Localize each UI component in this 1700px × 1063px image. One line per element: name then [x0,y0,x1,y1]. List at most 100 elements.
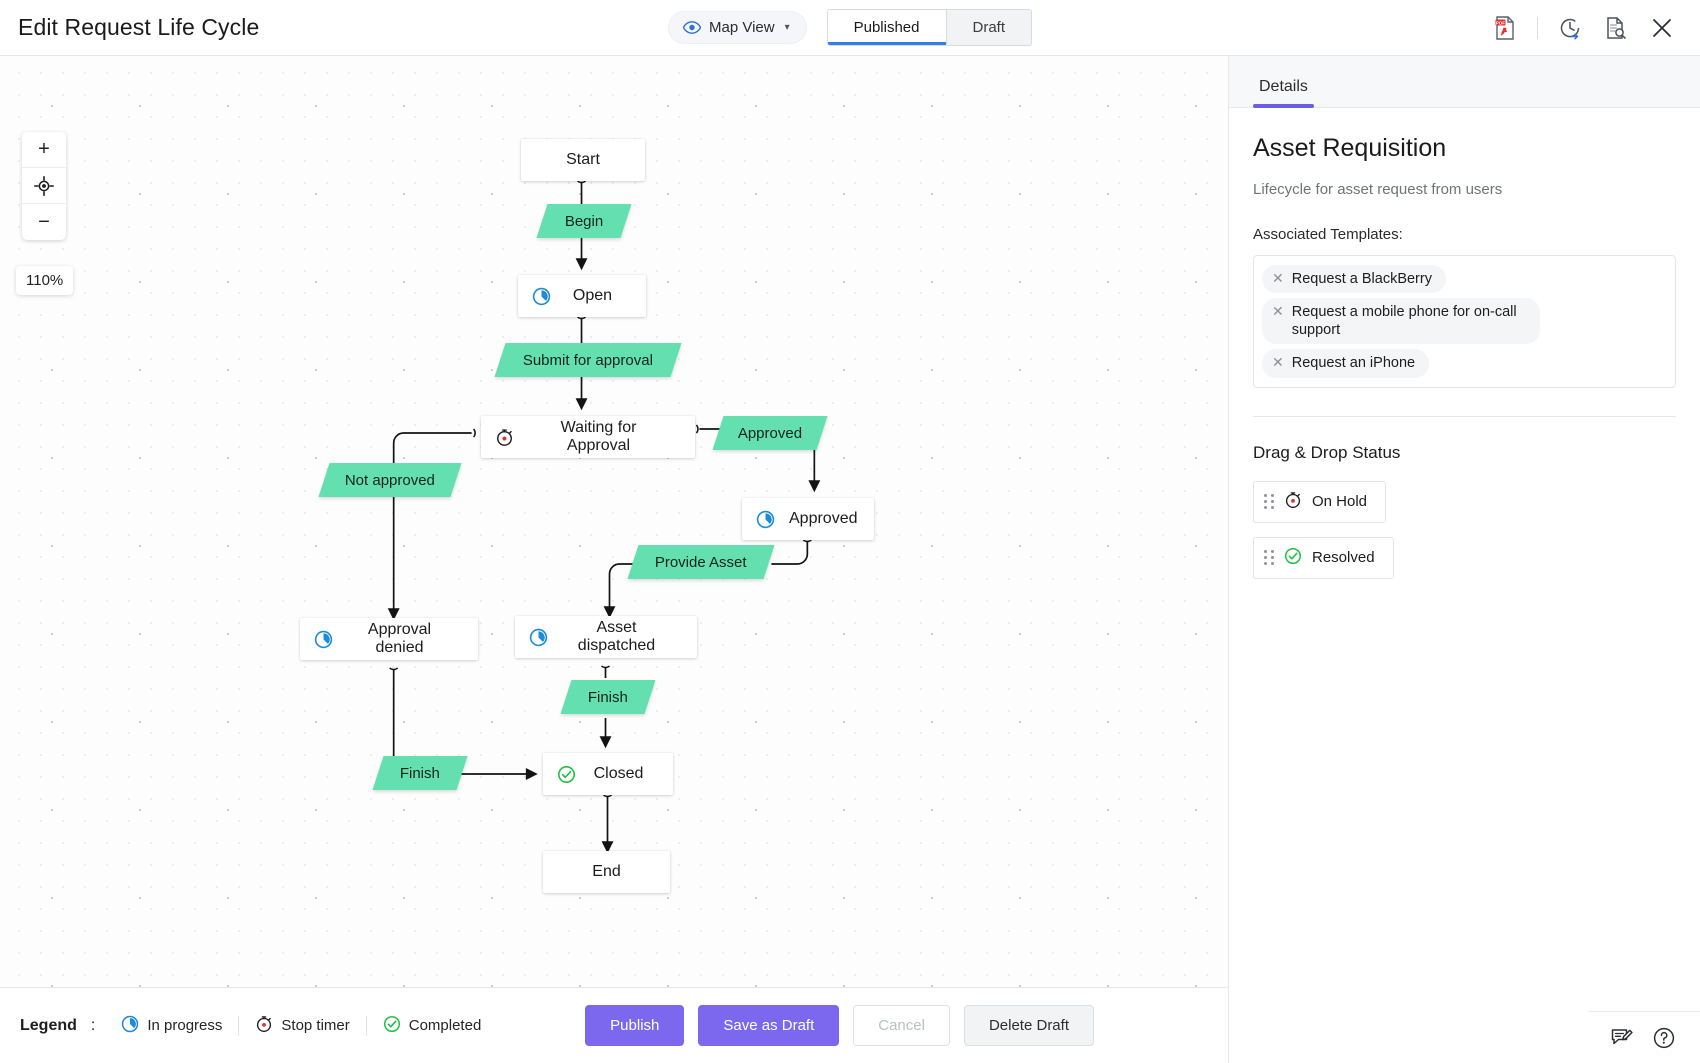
transition-provide-asset[interactable]: Provide Asset [627,545,775,579]
node-approved[interactable]: Approved [742,498,874,540]
legend-label: Completed [408,1017,482,1034]
node-waiting-for-approval[interactable]: Waiting for Approval [481,416,695,458]
transition-approved[interactable]: Approved [712,416,828,450]
chevron-down-icon: ▾ [784,22,790,33]
header-actions: PDF [1485,8,1700,48]
legend-item-completed: Completed [367,1015,498,1037]
stop-timer-icon [255,1015,273,1037]
history-icon[interactable] [1550,8,1590,48]
in-progress-icon [529,628,548,647]
transition-label: Provide Asset [655,553,747,571]
tab-published[interactable]: Published [827,10,947,45]
map-view-label: Map View [708,19,775,36]
in-progress-icon [756,510,775,529]
in-progress-icon [121,1015,139,1037]
audit-document-icon[interactable] [1596,8,1636,48]
tab-draft[interactable]: Draft [946,10,1032,45]
transition-finish-dispatched[interactable]: Finish [560,680,656,714]
close-icon[interactable] [1642,8,1682,48]
in-progress-icon [532,287,551,306]
help-icon[interactable] [1648,1022,1680,1054]
tab-details[interactable]: Details [1253,78,1314,108]
drag-handle-icon[interactable] [1264,550,1274,565]
cancel-button[interactable]: Cancel [853,1005,950,1046]
lifecycle-description: Lifecycle for asset request from users [1253,181,1503,198]
node-label: Start [566,151,600,168]
zoom-out-button[interactable]: − [38,210,50,233]
legend-label: Stop timer [281,1017,350,1034]
footer-buttons: Publish Save as Draft Cancel Delete Draf… [585,1005,1228,1046]
header-center-controls: Map View ▾ Published Draft [667,9,1033,46]
stop-timer-icon [495,428,514,447]
node-asset-dispatched[interactable]: Asset dispatched [515,616,697,658]
recenter-target-icon[interactable] [22,168,66,204]
header-divider [1537,16,1538,39]
node-label: Closed [593,765,644,782]
legend-item-in-progress: In progress [105,1015,238,1037]
svg-text:PDF: PDF [1496,20,1505,25]
legend-divider [365,1015,367,1036]
remove-template-icon[interactable]: ✕ [1272,303,1284,320]
export-pdf-icon[interactable]: PDF [1485,8,1525,48]
template-chip[interactable]: ✕ Request an iPhone [1262,349,1430,378]
remove-template-icon[interactable]: ✕ [1272,270,1284,286]
zoom-controls: + − [22,132,66,240]
node-label: End [592,863,621,880]
node-open[interactable]: Open [518,275,646,317]
zoom-level-label: 110% [16,266,74,295]
drag-status-label: On Hold [1312,493,1368,510]
node-label: Waiting for Approval [560,419,637,454]
transition-not-approved[interactable]: Not approved [318,463,462,497]
legend: Legend : In progress [20,1015,497,1037]
stop-timer-icon [1284,491,1302,513]
node-label: Approved [789,510,858,527]
transition-label: Submit for approval [522,351,654,369]
map-view-button[interactable]: Map View ▾ [667,11,807,44]
drag-status-label: Resolved [1312,549,1375,566]
feedback-icon[interactable] [1606,1022,1638,1054]
node-start[interactable]: Start [521,139,645,181]
completed-icon [557,765,576,784]
lifecycle-canvas[interactable]: + − 110% Start [0,56,1229,1063]
transition-submit-for-approval[interactable]: Submit for approval [494,343,682,377]
drag-status-resolved[interactable]: Resolved [1253,536,1394,579]
zoom-in-button[interactable]: + [22,132,66,168]
drag-drop-status-title: Drag & Drop Status [1253,442,1401,462]
panel-body: Asset Requisition Lifecycle for asset re… [1229,108,1700,593]
save-as-draft-button[interactable]: Save as Draft [698,1005,840,1046]
canvas-footer: Legend : In progress [0,987,1228,1063]
drag-handle-icon[interactable] [1264,494,1274,509]
delete-draft-button[interactable]: Delete Draft [963,1005,1094,1046]
legend-divider [238,1015,240,1036]
transition-label: Begin [564,212,604,230]
transition-begin[interactable]: Begin [536,204,632,238]
node-closed[interactable]: Closed [543,753,673,795]
drag-status-on-hold[interactable]: On Hold [1253,480,1387,523]
flow-edges [387,180,821,854]
completed-icon [383,1015,401,1037]
associated-templates-label: Associated Templates: [1253,226,1403,243]
template-chip[interactable]: ✕ Request a BlackBerry [1262,265,1446,294]
panel-tabs: Details [1229,56,1700,108]
app-body: + − 110% Start [0,56,1700,1063]
panel-divider [1253,415,1676,417]
eye-icon [682,21,701,34]
template-label: Request an iPhone [1291,355,1416,372]
bottom-right-toolbar [1588,1011,1700,1063]
node-end[interactable]: End [543,851,670,893]
transition-label: Not approved [344,471,436,489]
node-label: Open [572,287,613,304]
publish-button[interactable]: Publish [585,1005,685,1046]
legend-item-stop-timer: Stop timer [239,1015,365,1037]
lifecycle-name: Asset Requisition [1253,134,1447,162]
completed-icon [1284,547,1302,569]
node-approval-denied[interactable]: Approval denied [300,618,478,660]
template-chip[interactable]: ✕ Request a mobile phone for on-call sup… [1262,298,1540,345]
details-panel: Details Asset Requisition Lifecycle for … [1229,56,1700,1063]
remove-template-icon[interactable]: ✕ [1272,354,1284,371]
transition-finish-denied[interactable]: Finish [372,756,468,790]
legend-label: In progress [147,1017,223,1034]
node-label: Approval denied [367,621,432,656]
node-label: Asset dispatched [577,619,656,654]
